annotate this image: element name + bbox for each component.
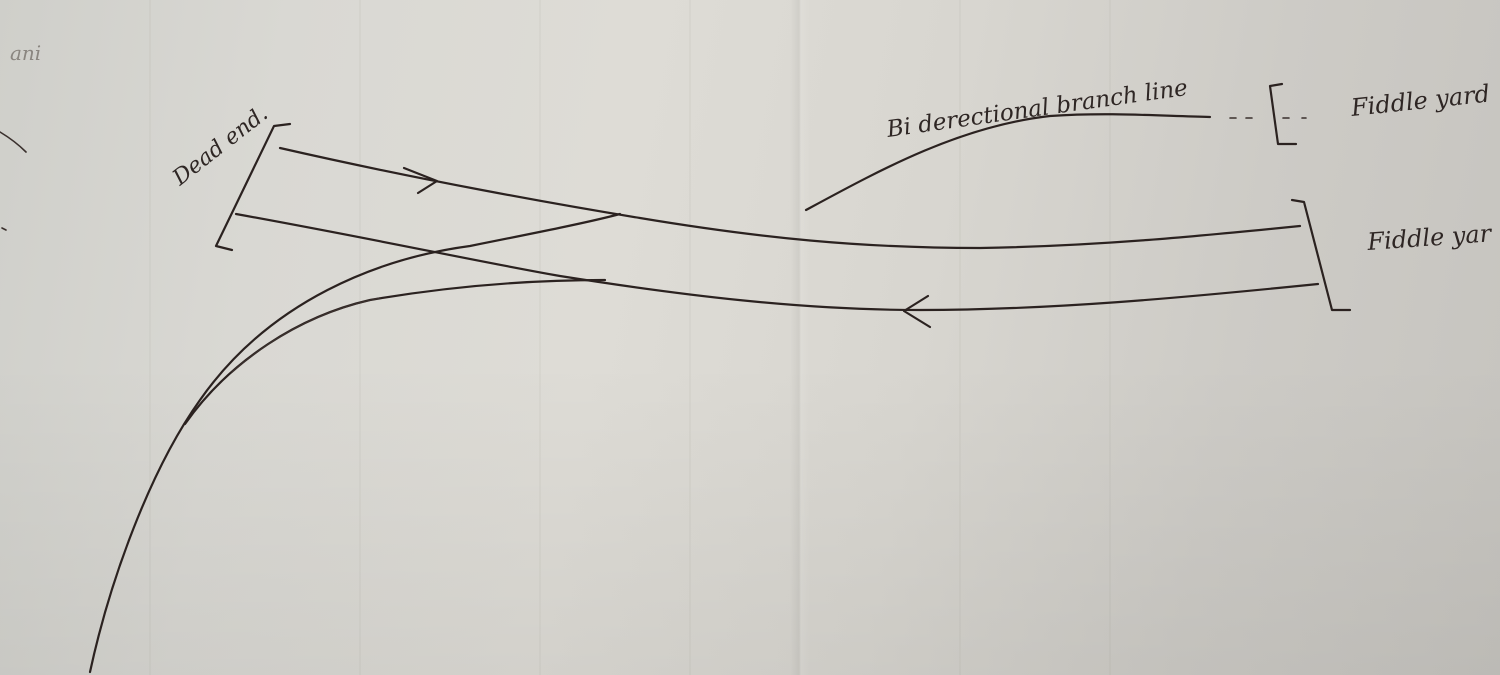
dead-end-label: Dead end. (168, 101, 273, 191)
left-edge-mark (0, 131, 27, 153)
upper-main-track (278, 146, 1302, 250)
curve-to-lower-track-double-stroke (231, 297, 381, 373)
branch-line-track (804, 113, 1212, 212)
corner-note: ani (10, 41, 41, 65)
dead-end-buffer (214, 122, 292, 252)
curve-to-upper-track (88, 212, 622, 674)
curve-to-lower-track (183, 278, 607, 426)
paper-shadow (0, 360, 1500, 675)
fiddle-yard-right-label: Fiddle yar (1365, 219, 1493, 256)
arrow-right-icon (402, 166, 439, 195)
left-edge-dot (1, 227, 7, 231)
lower-main-track (234, 212, 1320, 312)
right-fiddle-yard-bracket (1290, 198, 1352, 312)
arrow-left-icon (902, 294, 932, 329)
paper-fold (790, 0, 810, 675)
paper-rules (149, 0, 1111, 675)
branch-line-label: Bi derectional branch line (884, 75, 1189, 143)
fiddle-yard-top-label: Fiddle yard (1349, 80, 1491, 123)
top-fiddle-yard-bracket (1268, 82, 1298, 146)
